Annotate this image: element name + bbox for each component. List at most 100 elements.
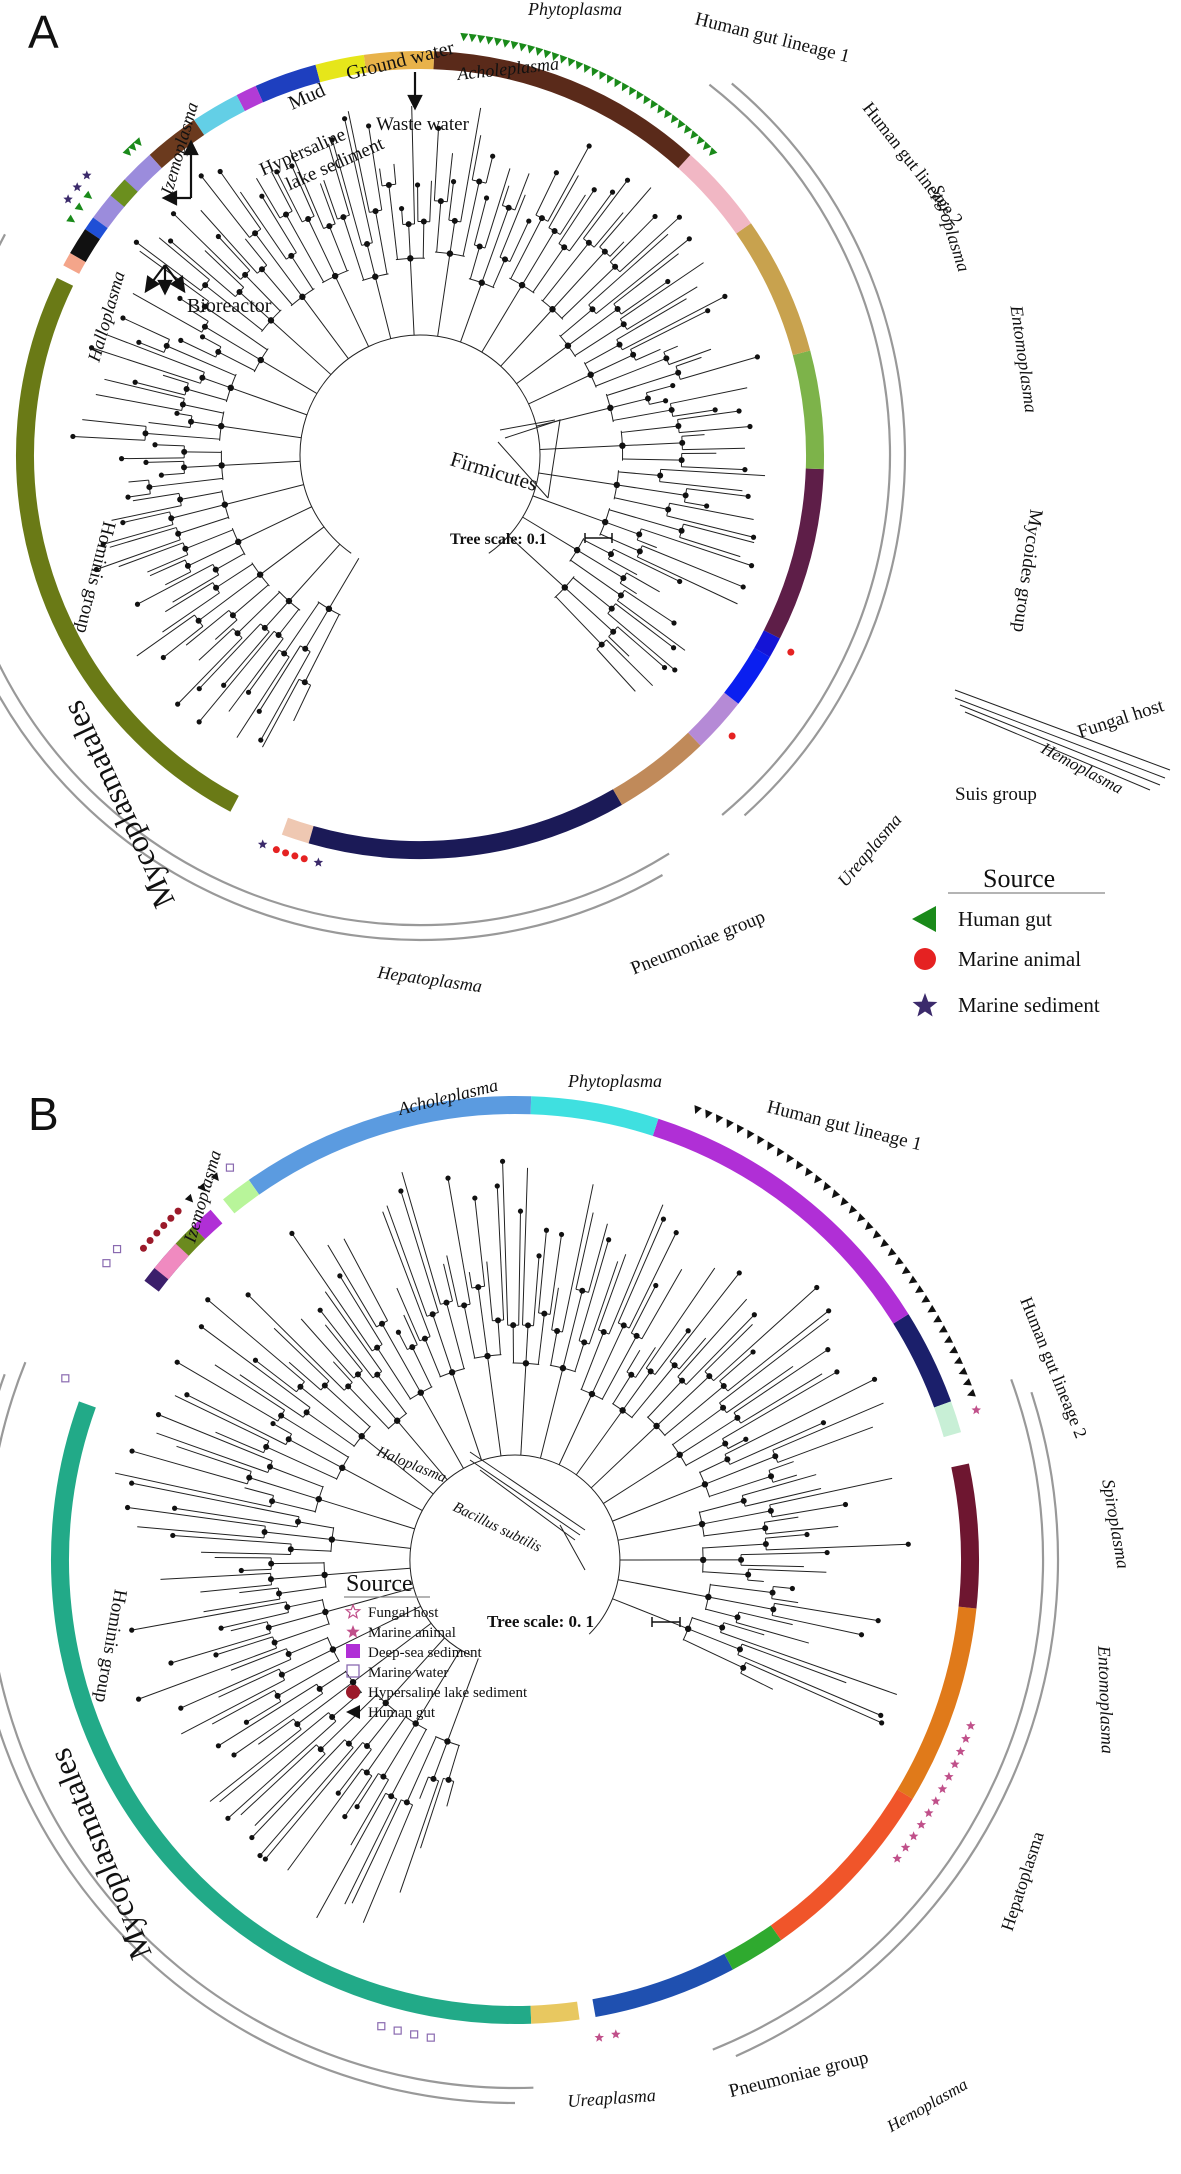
marine-water-b-marker [410,2030,419,2039]
panel-a-letter: A [28,6,59,58]
marine-animal-b-marker [944,1771,954,1781]
clade-label-hominis-a: Hominis group [71,519,119,635]
marine-animal-b-marker [955,1746,966,1756]
legend-b-item-deep-sea: Deep-sea sediment [368,1645,483,1661]
a-ring-hepatoplasma [281,817,314,844]
legend-a-item-marine-animal: Marine animal [958,947,1081,971]
tree-scale-label-a: Tree scale: 0.1 [450,531,547,548]
panel-b: B Mycoplasmatales Haloplasma Bacillus su… [0,1071,1134,2136]
tree-branches-b [114,1158,911,1923]
a-ring-mycoides-group [763,468,824,639]
fungal-host-branches [954,689,1171,791]
clade-label-ureaplasma-a: Ureaplasma [833,810,905,891]
clade-ring-b [50,1096,980,2024]
legend-a-item-human-gut: Human gut [958,907,1052,931]
clade-label-bioreactor: Bioreactor [187,295,272,317]
b-ring-spiroplasma [951,1463,980,1609]
b-ring-pneumoniae-group [592,1953,733,2017]
marine-animal-b-marker [892,1853,902,1863]
marine-animal-a-marker [272,846,280,854]
b-ring-ureaplasma [530,2001,580,2024]
human-gut-b-marker [921,1295,931,1303]
marine-animal-a-marker [291,852,299,860]
hypersaline-b-marker [146,1237,154,1245]
a-ring-fungal-host [754,630,780,657]
human-gut-b-marker [880,1238,890,1248]
a-ring-mud [149,120,205,169]
clade-label-pneumoniae-a: Pneumoniae group [628,906,768,979]
human-gut-b-marker [958,1367,968,1375]
b-ring-hemoplasma [724,1925,782,1970]
marine-animal-b-marker [937,1784,948,1794]
tree-branches-a [70,105,766,748]
marine-animal-a-marker [282,849,290,857]
human-gut-b-marker [694,1105,702,1115]
outgroup-branches-b [469,1451,586,1571]
marine-animal-b-marker [594,2032,604,2042]
marine-animal-b-marker [908,1831,919,1841]
marine-animal-a-marker [787,648,795,656]
human-gut-a-marker [614,78,622,88]
human-gut-b-marker [887,1247,897,1256]
human-gut-a-marker [477,34,486,44]
legend-a-human-gut-icon [912,906,936,932]
clade-label-hemoplasma-b: Hemoplasma [883,2075,971,2137]
human-gut-b-marker [933,1314,943,1323]
human-gut-b-marker [831,1189,841,1199]
human-gut-a-marker [519,42,527,52]
human-gut-b-marker [966,1388,976,1397]
marine-animal-b-marker [966,1720,976,1730]
clade-label-suis: Suis group [955,784,1037,805]
a-ring-suis-group [688,692,739,746]
clade-label-hepatoplasma-a: Hepatoplasma [375,962,483,997]
human-gut-a-marker [664,109,673,119]
human-gut-b-marker [915,1285,924,1294]
legend-b-human-gut-icon [346,1705,360,1719]
mycoplasmatales-bracket-b [0,1361,534,2105]
source-markers-b [61,1105,981,2042]
human-gut-b-marker [210,1172,219,1181]
human-gut-b-marker [962,1378,972,1386]
human-gut-a-marker [650,99,659,109]
human-gut-a-marker [643,95,652,105]
hypersaline-b-marker [160,1222,168,1230]
legend-a-marine-sediment-icon [912,993,938,1017]
a-ring-spiroplasma [736,223,811,356]
human-gut-a-marker [657,104,666,114]
tree-scale-bar-a [584,533,613,543]
clade-label-hominis-b: Hominis group [90,1588,131,1704]
marine-animal-b-marker [900,1842,911,1852]
clade-label-hepatoplasma-b: Hepatoplasma [997,1829,1048,1933]
human-gut-a-marker [510,40,519,50]
human-gut-a-marker [636,90,644,100]
marine-water-b-marker [393,2026,402,2035]
human-gut-b-marker [767,1141,775,1151]
human-gut-a-marker [122,147,132,156]
human-gut-a-marker [607,74,615,84]
b-ring-entomoplasma [897,1606,977,1799]
human-gut-a-marker [583,63,592,73]
human-gut-b-marker [949,1345,959,1354]
marine-animal-b-marker [924,1808,934,1818]
a-ring-izemoplasma [85,217,108,240]
a-ring-phytoplasma [363,50,435,73]
human-gut-a-marker [502,39,511,48]
firmicutes-label: Firmicutes [448,447,541,496]
hypersaline-b-marker [167,1214,175,1222]
a-ring-halloplasma [63,253,86,274]
marine-sediment-a-marker [63,194,73,204]
marine-water-b-marker [225,1163,235,1172]
human-gut-b-marker [823,1181,832,1191]
legend-b-item-marine-water: Marine water [368,1665,448,1681]
human-gut-a-marker [494,37,502,47]
marine-animal-b-marker [971,1405,981,1415]
human-gut-b-marker [872,1230,882,1239]
human-gut-b-marker [736,1124,745,1134]
a-ring-human-gut-lineage-1 [433,51,691,169]
human-gut-a-marker [684,124,693,134]
clade-ring-a [15,50,825,860]
human-gut-b-marker [901,1266,911,1275]
clade-label-ground-water: Ground water [344,37,457,85]
human-gut-a-marker [127,142,137,151]
